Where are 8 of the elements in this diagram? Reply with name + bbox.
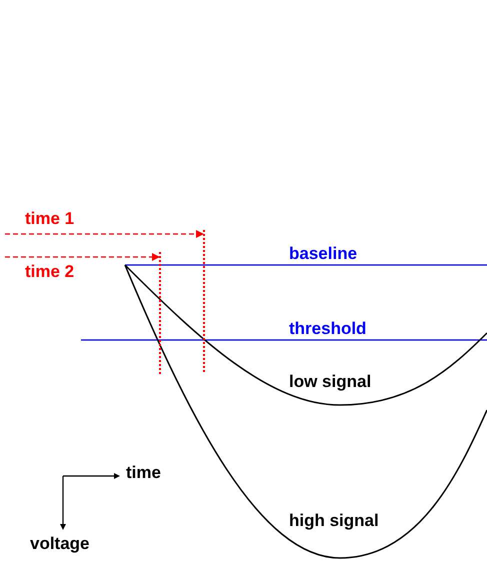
time-label: time 1 [25, 208, 74, 230]
line-label: threshold [289, 318, 366, 340]
time-label: time 2 [25, 261, 74, 283]
curve-label: high signal [289, 510, 379, 532]
curve-label: low signal [289, 371, 372, 393]
line-label: baseline [289, 243, 358, 265]
axis-label: voltage [30, 533, 90, 555]
axis-label: time [126, 462, 161, 484]
